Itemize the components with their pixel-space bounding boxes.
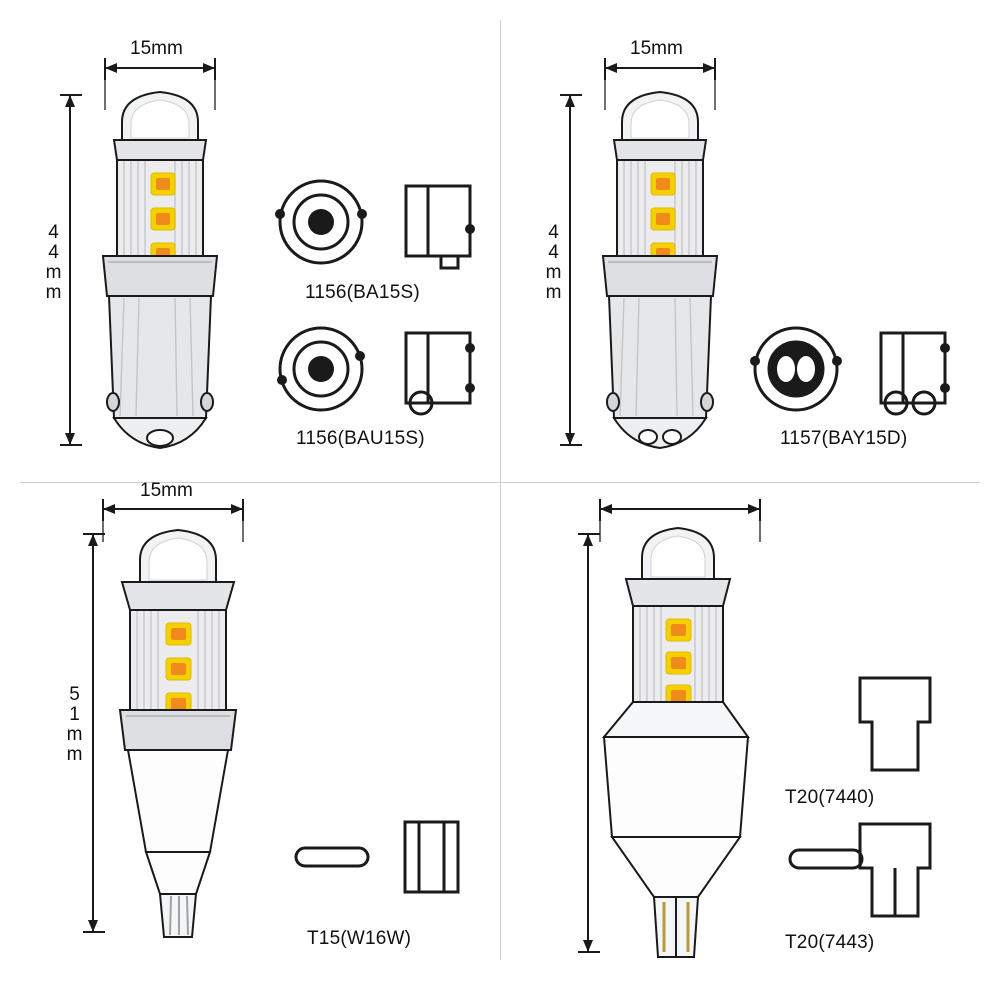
base-icon-t15-end [294, 846, 370, 868]
led-chips [650, 172, 676, 266]
height-dimension-arrow [83, 533, 105, 933]
base-label-t20-7440: T20(7440) [785, 787, 875, 808]
width-dimension-label-2: 15mm [630, 38, 683, 59]
base-icon-ba15s [275, 179, 367, 265]
led-chips [165, 622, 192, 716]
height-dimension-label-3: 51mm [64, 684, 85, 764]
base-icon-t15-side [403, 820, 460, 894]
base-label-ba15s: 1156(BA15S) [305, 282, 420, 303]
base-icon-bau15s-side [404, 331, 475, 416]
quadrant-bottom-right: T20(7440) T20(7443) [500, 482, 1000, 1000]
base-label-bay15d: 1157(BAY15D) [780, 428, 908, 449]
quadrant-bottom-left: 15mm 51mm T15(W16W) [0, 480, 500, 1000]
bottom-right-graphics [578, 499, 932, 958]
top-left-graphics [60, 58, 475, 450]
width-dimension-label-1: 15mm [130, 38, 183, 59]
bulb-t15 [118, 528, 238, 938]
base-label-bau15s: 1156(BAU15S) [296, 428, 425, 449]
led-chips [665, 618, 692, 708]
base-icon-t20-7443 [858, 822, 932, 918]
base-icon-bay15d-side [879, 331, 950, 416]
width-dimension-label-3: 15mm [140, 480, 193, 501]
bulb-t20 [601, 526, 750, 958]
quadrant-top-left: 15mm 44mm 1156(BA15S) 1156(BAU15S) [0, 0, 500, 482]
base-label-t20-7443: T20(7443) [785, 932, 875, 953]
bulb-1157 [601, 90, 719, 450]
quadrant-top-right: 15mm 44mm 1157(BAY15D) [500, 0, 1000, 482]
base-icon-bau15s [277, 326, 365, 412]
width-dimension-arrow [599, 499, 761, 521]
top-right-graphics [560, 58, 950, 450]
base-icon-t20-end [788, 848, 864, 870]
base-icon-t20-7440 [858, 676, 932, 772]
height-dimension-label-2: 44mm [543, 222, 564, 302]
width-dimension-arrow [104, 58, 216, 80]
led-chips [150, 172, 176, 266]
height-dimension-arrow [60, 94, 82, 446]
width-dimension-arrow [102, 499, 244, 521]
base-label-t15: T15(W16W) [307, 928, 412, 949]
height-dimension-label-1: 44mm [43, 222, 64, 302]
base-icon-ba15s-side [404, 184, 475, 270]
bottom-left-graphics [83, 499, 460, 938]
width-dimension-arrow [604, 58, 716, 80]
height-dimension-arrow [560, 94, 582, 446]
base-icon-bay15d [750, 326, 842, 412]
height-dimension-arrow [578, 533, 600, 953]
bulb-1156 [101, 90, 219, 450]
divider-vertical [500, 20, 501, 960]
